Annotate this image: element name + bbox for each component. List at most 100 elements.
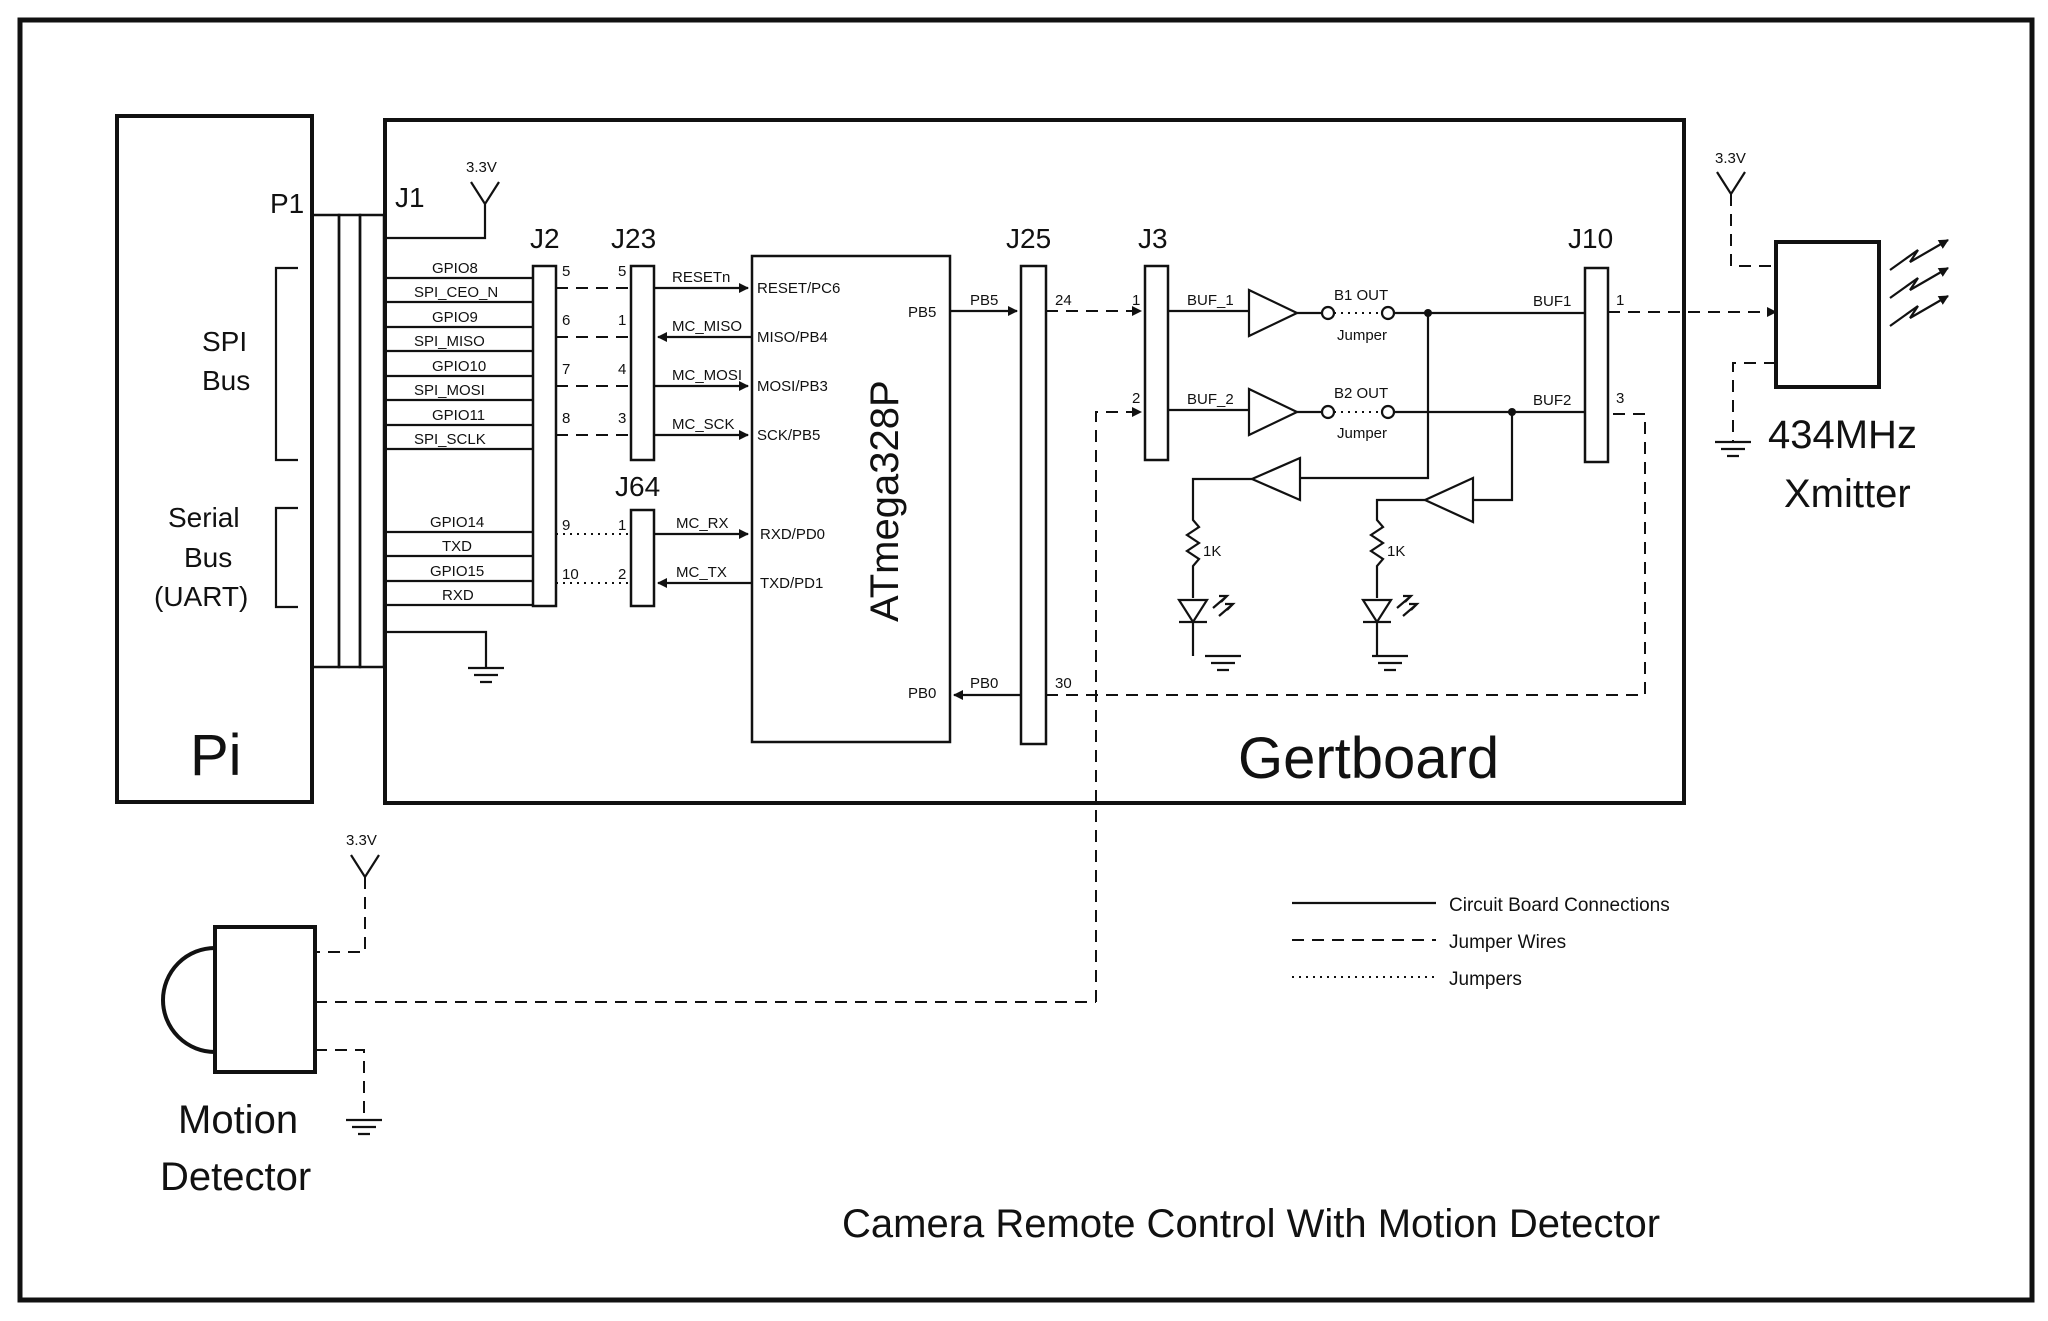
net-label-2: MC_MOSI bbox=[672, 367, 742, 384]
j10-label: J10 bbox=[1568, 223, 1613, 254]
gpio-label-gpio11: GPIO11 bbox=[432, 407, 485, 424]
outer-frame bbox=[17, 17, 2035, 1303]
j25-header bbox=[1019, 264, 1048, 746]
mcu-label: ATmega328P bbox=[863, 380, 907, 622]
j2-pin-0: 5 bbox=[562, 263, 570, 280]
j2-uart-pin-1: 10 bbox=[562, 566, 579, 583]
mcu-pin-3: SCK/PB5 bbox=[757, 427, 820, 444]
j2-pin-3: 8 bbox=[562, 410, 570, 427]
j10-buf2-net: BUF2 bbox=[1533, 392, 1571, 409]
buffer-channel-2: BUF_2 B2 OUT Jumper BUF2 bbox=[1168, 385, 1585, 442]
j64-label: J64 bbox=[615, 471, 660, 502]
ground-symbols bbox=[346, 440, 1751, 1136]
xmitter: 434MHz Xmitter bbox=[1768, 239, 1949, 516]
led-driver-2: 1K bbox=[1360, 408, 1516, 656]
j10-header bbox=[1583, 266, 1610, 464]
uart-mcu-pin-0: RXD/PD0 bbox=[760, 526, 825, 543]
buf1-label: BUF_1 bbox=[1187, 292, 1234, 309]
buf2-label: BUF_2 bbox=[1187, 391, 1234, 408]
j23-pin-1: 1 bbox=[618, 312, 626, 329]
j25-pin-30: 30 bbox=[1055, 675, 1072, 692]
j23-pin-3: 3 bbox=[618, 410, 626, 427]
led-driver-1: 1K bbox=[1176, 309, 1432, 656]
j23-pin-2: 4 bbox=[618, 361, 626, 378]
b2-jumper-label: Jumper bbox=[1337, 425, 1387, 442]
uart-net-label-0: MC_RX bbox=[676, 515, 729, 532]
power-label-j1: 3.3V bbox=[466, 159, 497, 176]
j10-pin-3: 3 bbox=[1616, 390, 1624, 407]
j64-pin-0: 1 bbox=[618, 517, 626, 534]
mcu-pin-0: RESET/PC6 bbox=[757, 280, 840, 297]
gpio-label-gpio10: GPIO10 bbox=[432, 358, 486, 375]
gpio-label-gpio9: GPIO9 bbox=[432, 309, 478, 326]
j10-pin-1: 1 bbox=[1616, 292, 1624, 309]
gertboard: Gertboard J1 bbox=[383, 118, 1686, 805]
b1-out-label: B1 OUT bbox=[1334, 287, 1388, 304]
spi-label-1: SPI bbox=[202, 326, 247, 357]
j23-header bbox=[629, 264, 656, 462]
resistor-1-label: 1K bbox=[1203, 543, 1221, 560]
p1-label: P1 bbox=[270, 188, 304, 219]
j3-pin-2: 2 bbox=[1132, 390, 1140, 407]
power-symbols: 3.3V 3.3V 3.3V bbox=[346, 150, 1746, 880]
motion-detector: Motion Detector bbox=[160, 925, 317, 1199]
j2-pin-1: 6 bbox=[562, 312, 570, 329]
j2-header bbox=[531, 264, 558, 608]
mcu-pin-2: MOSI/PB3 bbox=[757, 378, 828, 395]
mcu-pb5-pin: PB5 bbox=[908, 304, 936, 321]
func-label-1: SPI_MISO bbox=[414, 333, 485, 350]
j25-pin-24: 24 bbox=[1055, 292, 1072, 309]
uart-mcu-pin-1: TXD/PD1 bbox=[760, 575, 823, 592]
func-label-2: SPI_MOSI bbox=[414, 382, 485, 399]
power-label-xmitter: 3.3V bbox=[1715, 150, 1746, 167]
j3-label: J3 bbox=[1138, 223, 1168, 254]
legend-board: Circuit Board Connections bbox=[1449, 895, 1670, 916]
b2-out-label: B2 OUT bbox=[1334, 385, 1388, 402]
serial-label-3: (UART) bbox=[154, 581, 248, 612]
gpio-label-gpio15: GPIO15 bbox=[430, 563, 484, 580]
j2-uart-pin-0: 9 bbox=[562, 517, 570, 534]
buffer-channel-1: BUF_1 B1 OUT Jumper BUF1 bbox=[1168, 287, 1585, 344]
xmitter-label-2: Xmitter bbox=[1784, 472, 1911, 516]
pi-label: Pi bbox=[190, 723, 242, 788]
gpio-label-gpio14: GPIO14 bbox=[430, 514, 484, 531]
ribbon-connector bbox=[310, 213, 386, 669]
j64-pin-1: 2 bbox=[618, 566, 626, 583]
motion-label-2: Detector bbox=[160, 1155, 311, 1199]
pb0-net-label: PB0 bbox=[970, 675, 998, 692]
func-label-0: SPI_CEO_N bbox=[414, 284, 498, 301]
resistor-2-label: 1K bbox=[1387, 543, 1405, 560]
j10-buf1-net: BUF1 bbox=[1533, 293, 1571, 310]
uart-func-label-1: RXD bbox=[442, 587, 474, 604]
mcu-pb0-pin: PB0 bbox=[908, 685, 936, 702]
mcu-pin-1: MISO/PB4 bbox=[757, 329, 828, 346]
j64-header bbox=[629, 508, 656, 608]
net-label-0: RESETn bbox=[672, 269, 730, 286]
uart-func-label-0: TXD bbox=[442, 538, 472, 555]
pi-board: Pi P1 SPI Bus Serial Bus (UART) bbox=[115, 114, 314, 804]
j2-label: J2 bbox=[530, 223, 560, 254]
net-label-3: MC_SCK bbox=[672, 416, 735, 433]
gertboard-label: Gertboard bbox=[1238, 726, 1499, 791]
j25-label: J25 bbox=[1006, 223, 1051, 254]
power-label-motion: 3.3V bbox=[346, 832, 377, 849]
legend-jumper-wires: Jumper Wires bbox=[1449, 932, 1566, 953]
gpio-label-gpio8: GPIO8 bbox=[432, 260, 478, 277]
jumper-wires bbox=[315, 194, 1777, 1120]
spi-label-2: Bus bbox=[202, 365, 250, 396]
xmitter-label-1: 434MHz bbox=[1768, 413, 1917, 457]
j3-pin-1: 1 bbox=[1132, 292, 1140, 309]
motion-label-1: Motion bbox=[178, 1098, 298, 1142]
j3-header bbox=[1143, 264, 1170, 462]
uart-net-label-1: MC_TX bbox=[676, 564, 727, 581]
net-label-1: MC_MISO bbox=[672, 318, 742, 335]
j23-label: J23 bbox=[611, 223, 656, 254]
pb5-net-label: PB5 bbox=[970, 292, 998, 309]
legend: Circuit Board Connections Jumper Wires J… bbox=[1292, 895, 1670, 990]
b1-jumper-label: Jumper bbox=[1337, 327, 1387, 344]
serial-label-2: Bus bbox=[184, 542, 232, 573]
j2-pin-2: 7 bbox=[562, 361, 570, 378]
diagram-title: Camera Remote Control With Motion Detect… bbox=[842, 1202, 1660, 1246]
